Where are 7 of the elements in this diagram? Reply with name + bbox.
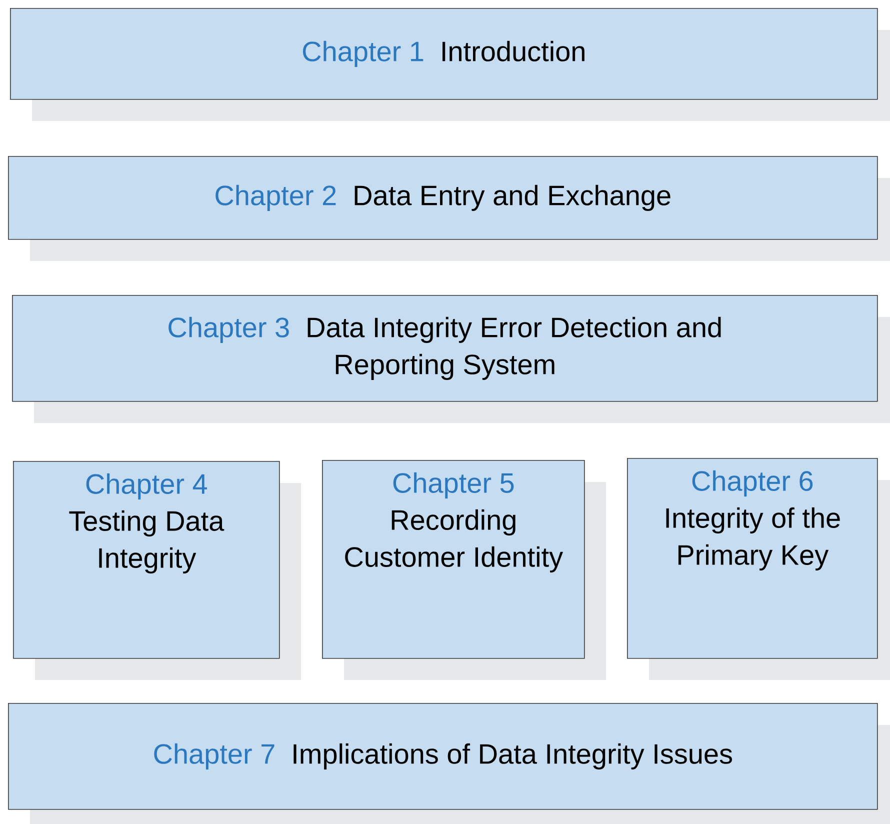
chapter-box: Chapter 1 Introduction (10, 8, 878, 100)
chapter-box: Chapter 2 Data Entry and Exchange (8, 156, 878, 240)
chapter-box: Chapter 5 Recording Customer Identity (322, 460, 585, 659)
chapter-box: Chapter 7 Implications of Data Integrity Issues (8, 703, 878, 810)
chapter-box: Chapter 4 Testing Data Integrity (13, 461, 280, 659)
chapter-box: Chapter 6 Integrity of the Primary Key (627, 458, 878, 659)
chapter-box: Chapter 3 Data Integrity Error Detection and Reporting System (12, 295, 878, 402)
